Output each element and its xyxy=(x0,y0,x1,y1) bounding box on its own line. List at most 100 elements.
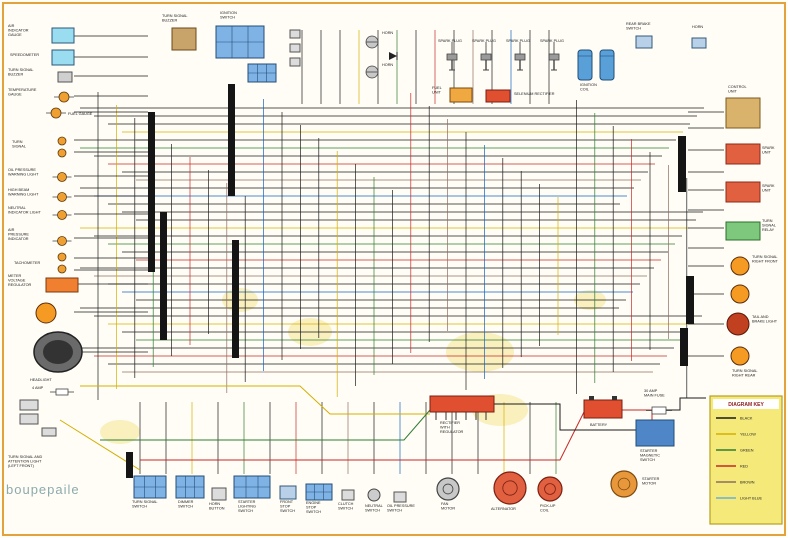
diagram-key-entry-label: GREEN xyxy=(740,449,754,453)
battery: BATTERY xyxy=(583,396,623,427)
busbar-1 xyxy=(148,112,155,272)
diode xyxy=(389,52,398,60)
spark-plug-2: SPARK PLUG xyxy=(472,39,496,71)
horn-lower-label: HORN xyxy=(382,63,393,67)
horn-switch-right: HORN xyxy=(691,25,707,49)
spark-plug-1: SPARK PLUG xyxy=(438,39,462,71)
horn-top: HORN xyxy=(365,31,393,49)
left-connector-2 xyxy=(19,413,39,425)
diagram-key: DIAGRAM KEY BLACK YELLOW GREEN RED BROWN LIGHT… xyxy=(709,395,783,525)
diagram-key-entry-label: RED xyxy=(740,465,748,469)
spark-plug-3-label: SPARK PLUG xyxy=(506,39,530,43)
battery-label: BATTERY xyxy=(590,423,608,427)
left-connector-3 xyxy=(41,427,57,437)
tachometer-label: TACHOMETER xyxy=(14,261,41,265)
busbar-8 xyxy=(126,452,133,478)
diagram-key-entry-label: BLACK xyxy=(740,417,753,421)
headlight-label: HEADLIGHT xyxy=(30,378,52,382)
fuse-4amp-label: 4 AMP xyxy=(32,386,44,390)
tachometer: TACHOMETER xyxy=(14,252,67,274)
acc-terminal-1 xyxy=(289,29,301,39)
wire-mesh xyxy=(59,30,724,474)
horn-lower: HORN xyxy=(365,63,393,79)
diagram-key-entry-label: BROWN xyxy=(740,481,755,485)
fuse-box xyxy=(247,63,277,83)
fuse-4amp: 4 AMP xyxy=(32,386,74,396)
watermark-text: boupepaile xyxy=(6,482,80,497)
running-lamp-right xyxy=(730,284,750,304)
spark-plug-4-label: SPARK PLUG xyxy=(540,39,564,43)
ignition-coil-1 xyxy=(577,49,593,81)
alternator: ALTERNATOR xyxy=(491,471,527,511)
horn-switch-right-label: HORN xyxy=(692,25,703,29)
turn-signal-left-front xyxy=(35,302,57,324)
spark-plug-1-label: SPARK PLUG xyxy=(438,39,462,43)
diagram-key-title: DIAGRAM KEY xyxy=(728,402,764,408)
diagram-key-entry-label: YELLOW xyxy=(740,433,756,437)
headlight: HEADLIGHT xyxy=(30,331,83,382)
selenium-rectifier-label: SELENIUM RECTIFIER xyxy=(514,92,555,96)
busbar-6 xyxy=(686,276,694,324)
busbar-4 xyxy=(232,240,239,358)
diagram-key-entry-label: LIGHT BLUE xyxy=(740,497,763,501)
busbar-2 xyxy=(160,212,167,340)
selenium-rectifier: SELENIUM RECTIFIER xyxy=(485,89,555,103)
spark-plug-2-label: SPARK PLUG xyxy=(472,39,496,43)
fuel-gauge: FUEL GAUGE xyxy=(46,107,93,119)
